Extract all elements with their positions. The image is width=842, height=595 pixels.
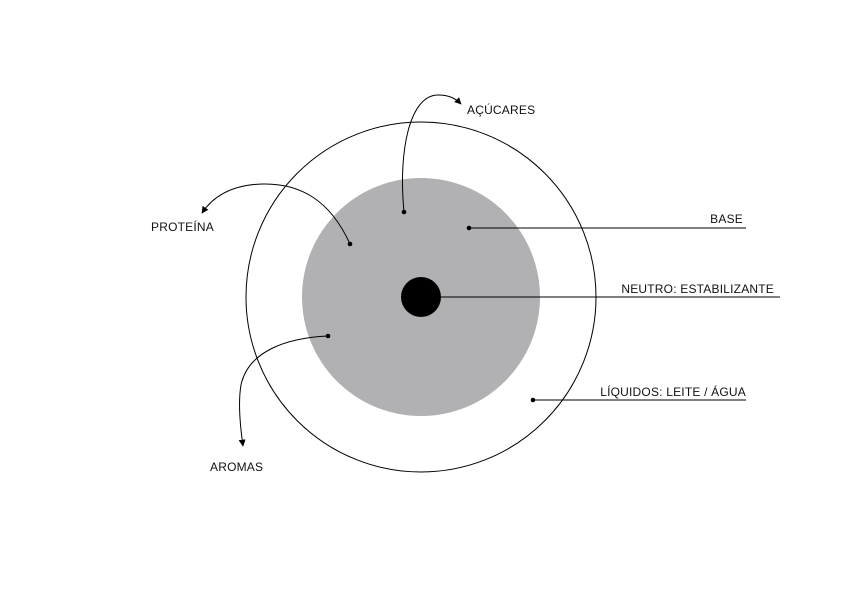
acucares-arrow (402, 94, 462, 213)
aromas-dot (325, 333, 331, 339)
label-proteina: PROTEÍNA (151, 219, 214, 234)
label-aromas: AROMAS (210, 460, 263, 474)
base-dot (466, 225, 472, 231)
acucares-dot (401, 209, 407, 215)
label-acucares: AÇÚCARES (467, 102, 535, 117)
label-neutro: NEUTRO: ESTABILIZANTE (621, 282, 774, 296)
proteina-dot (347, 241, 353, 247)
label-base: BASE (710, 212, 743, 226)
label-liquidos: LÍQUIDOS: LEITE / ÁGUA (600, 384, 746, 399)
neutral-core (401, 277, 441, 317)
proteina-arrow (201, 183, 351, 245)
liquidos-dot (530, 397, 536, 403)
aromas-arrow (238, 335, 329, 447)
